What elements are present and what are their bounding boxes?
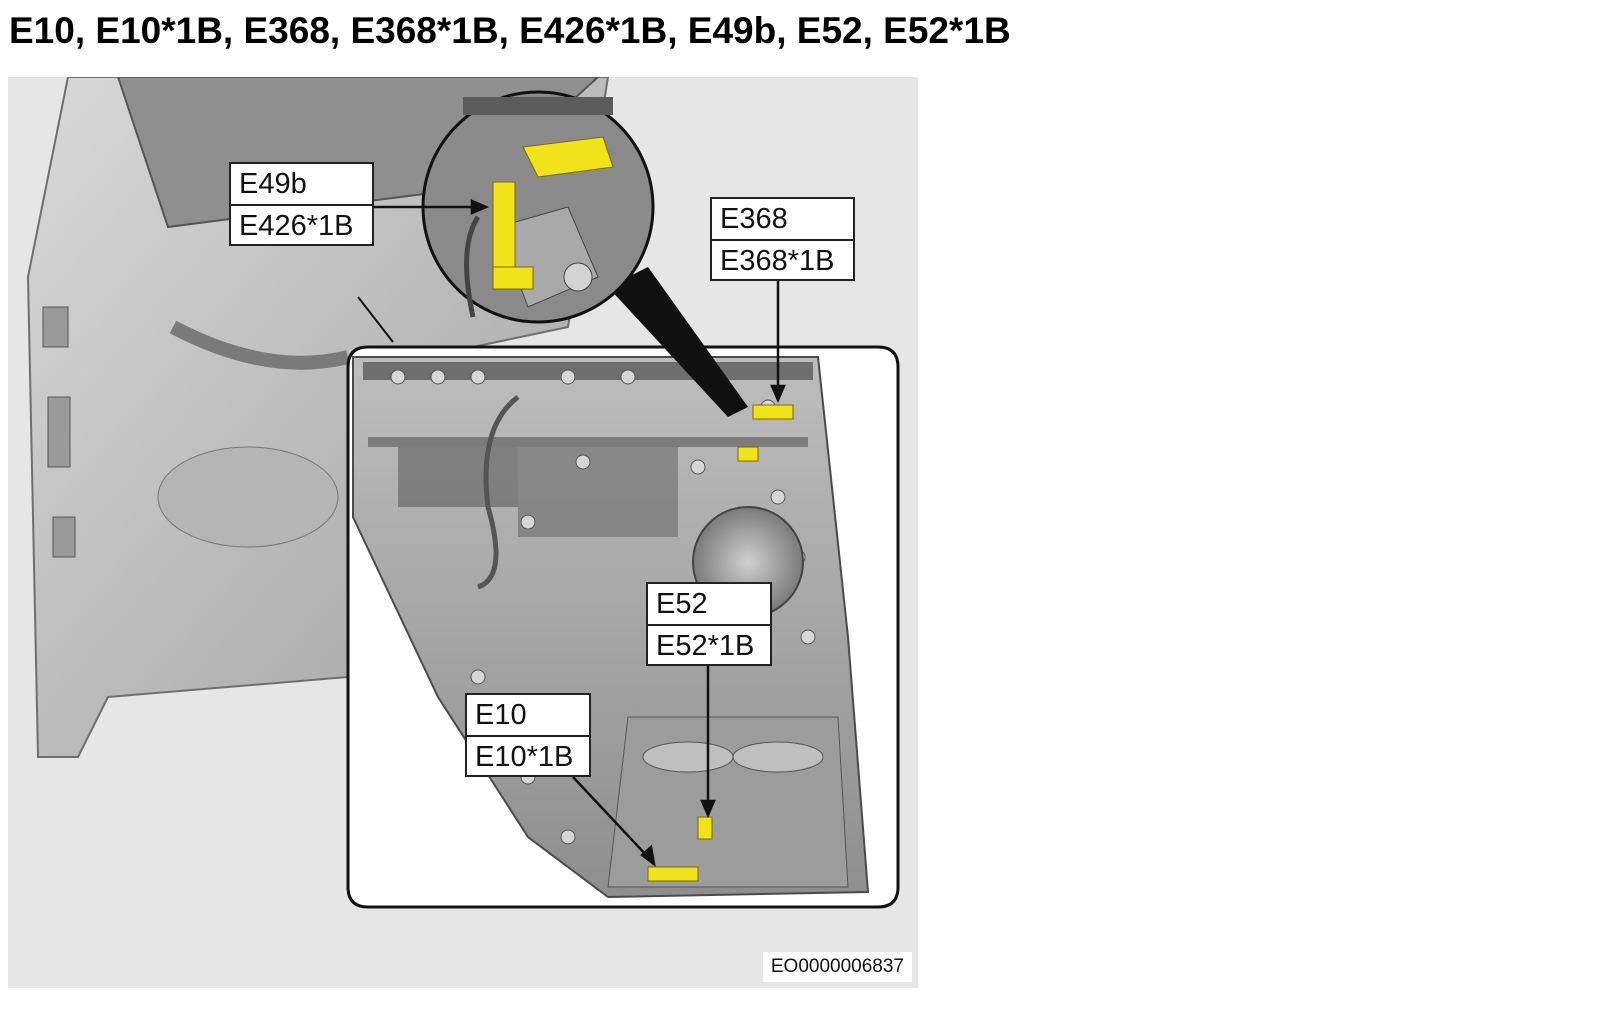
hinge [47,396,71,468]
connector-e426 [492,181,516,273]
connector-e49b [522,136,614,178]
connector-e52 [697,816,713,840]
door-pocket [157,446,339,548]
callout-primary: E368 [720,203,788,235]
pocket-cylinder [642,741,734,773]
magnifier-wedge [608,267,748,417]
callout-e368: E368 E368*1B [710,197,855,281]
page-title: E10, E10*1B, E368, E368*1B, E426*1B, E49… [9,10,1011,51]
callout-secondary: E368*1B [712,239,853,279]
hinge [42,306,69,348]
connector-e368 [737,446,759,462]
door-diagram: E49b E426*1B E368 E368*1B E52 E52*1B E10… [8,77,918,988]
top-rail [363,362,813,380]
belt-rail [368,437,808,447]
callout-secondary: E10*1B [467,735,589,775]
callout-e52: E52 E52*1B [646,582,772,666]
cutout [518,447,678,537]
door-handle [169,320,350,370]
door-illustration [26,77,900,909]
magnified-cable [464,215,481,318]
callout-secondary: E426*1B [231,204,372,244]
callout-primary: E52 [656,588,708,620]
callout-secondary: E52*1B [648,624,770,664]
callout-primary: E10 [475,699,527,731]
magnifier-line [357,296,394,343]
callout-e10: E10 E10*1B [465,693,591,777]
pocket-cylinder [732,741,824,773]
callout-primary: E49b [239,168,307,200]
callout-arrows [370,199,786,867]
connector-e426 [492,266,534,290]
lower-pocket [607,716,849,888]
figure-id: EO0000006837 [762,952,912,982]
magnified-bolt [563,262,593,292]
callout-e49b: E49b E426*1B [229,162,374,246]
magnified-rail [463,97,613,115]
hinge [52,516,76,558]
wiring-harness [476,395,520,590]
cutout [398,447,518,507]
connector-e10 [647,866,699,882]
connector-e368 [752,404,794,420]
